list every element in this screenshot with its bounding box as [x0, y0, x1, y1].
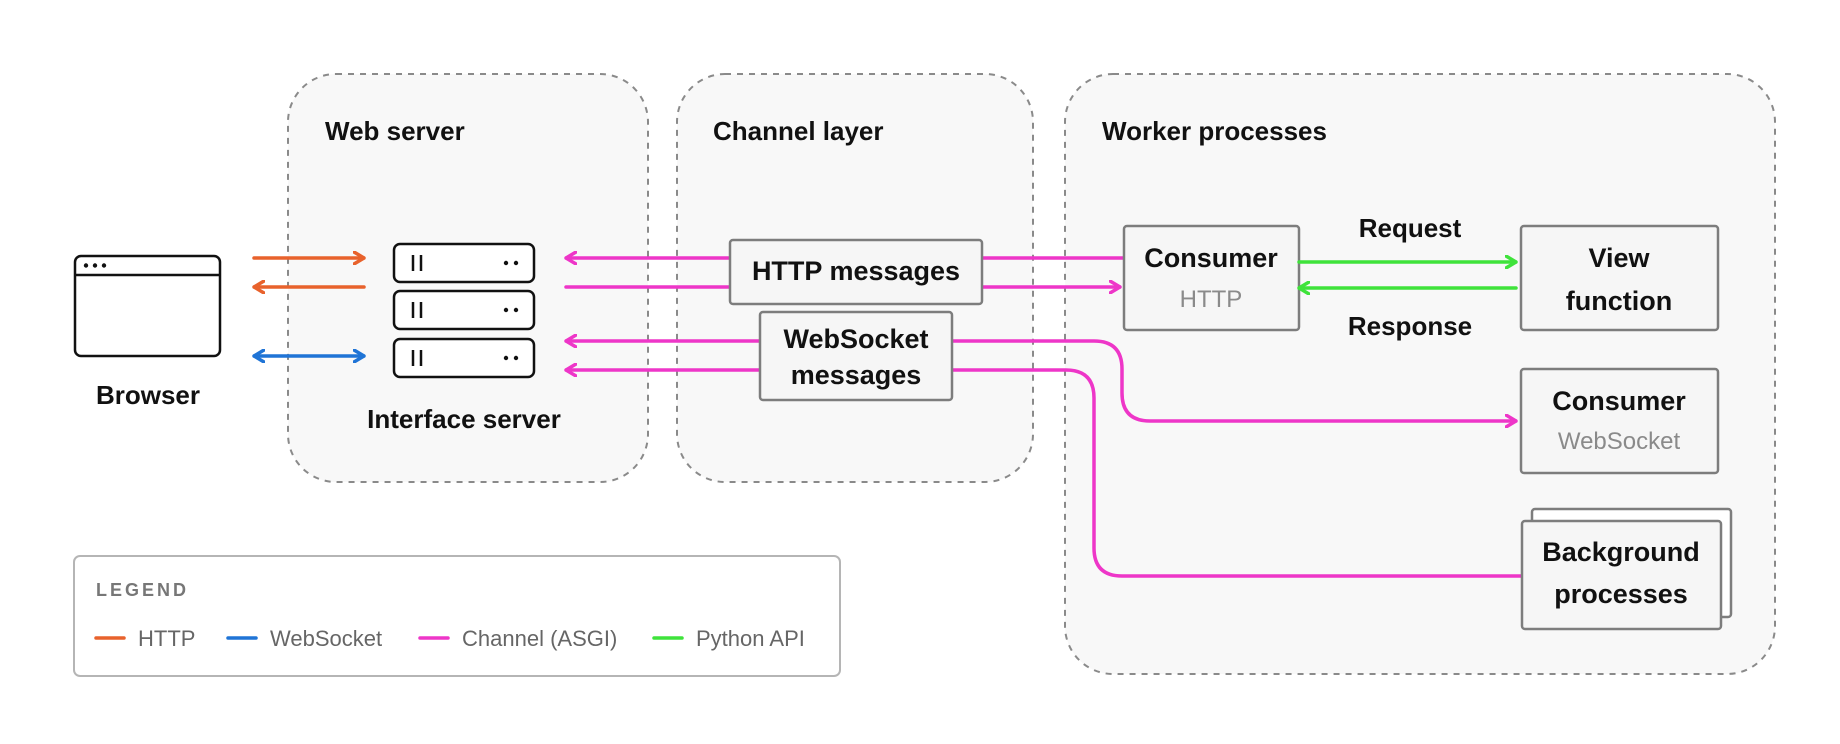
- legend-channel-label: Channel (ASGI): [462, 626, 617, 651]
- consumer-http-title: Consumer: [1144, 243, 1278, 273]
- request-label: Request: [1359, 213, 1462, 243]
- legend-python-api-label: Python API: [696, 626, 805, 651]
- view-function-line1: View: [1588, 243, 1650, 273]
- consumer-http-subtitle: HTTP: [1180, 286, 1243, 313]
- response-label: Response: [1348, 311, 1472, 341]
- consumer-websocket-subtitle: WebSocket: [1558, 428, 1681, 455]
- legend-http-label: HTTP: [138, 626, 195, 651]
- channel-layer-title: Channel layer: [713, 116, 884, 146]
- browser-label: Browser: [96, 380, 200, 410]
- ws-channel-arrow-to-consumer-ws: [950, 339, 1518, 421]
- legend-websocket-label: WebSocket: [270, 626, 382, 651]
- legend: LEGEND HTTP WebSocket Channel (ASGI) Pyt…: [73, 555, 841, 677]
- background-processes-line2: processes: [1554, 579, 1688, 609]
- server-stack-icon: [392, 242, 536, 379]
- consumer-websocket-title: Consumer: [1552, 386, 1686, 416]
- http-messages-box: [728, 238, 984, 306]
- browser-window-icon: [73, 254, 222, 358]
- websocket-messages-line1: WebSocket: [783, 324, 928, 354]
- web-server-title: Web server: [325, 116, 465, 146]
- consumer-http-box: [1122, 224, 1301, 332]
- ws-channel-line-to-background: [950, 368, 1524, 578]
- view-function-line2: function: [1566, 286, 1672, 316]
- websocket-messages-box: [758, 310, 954, 402]
- consumer-websocket-box: [1519, 367, 1720, 475]
- interface-server-label: Interface server: [367, 404, 561, 434]
- view-function-box: [1519, 224, 1720, 332]
- http-messages-label: HTTP messages: [752, 256, 960, 286]
- background-processes-line1: Background: [1542, 537, 1700, 567]
- background-processes-box: [1520, 519, 1723, 631]
- worker-processes-title: Worker processes: [1102, 116, 1327, 146]
- legend-box: [73, 555, 841, 677]
- legend-title: LEGEND: [96, 580, 189, 600]
- websocket-messages-line2: messages: [791, 360, 922, 390]
